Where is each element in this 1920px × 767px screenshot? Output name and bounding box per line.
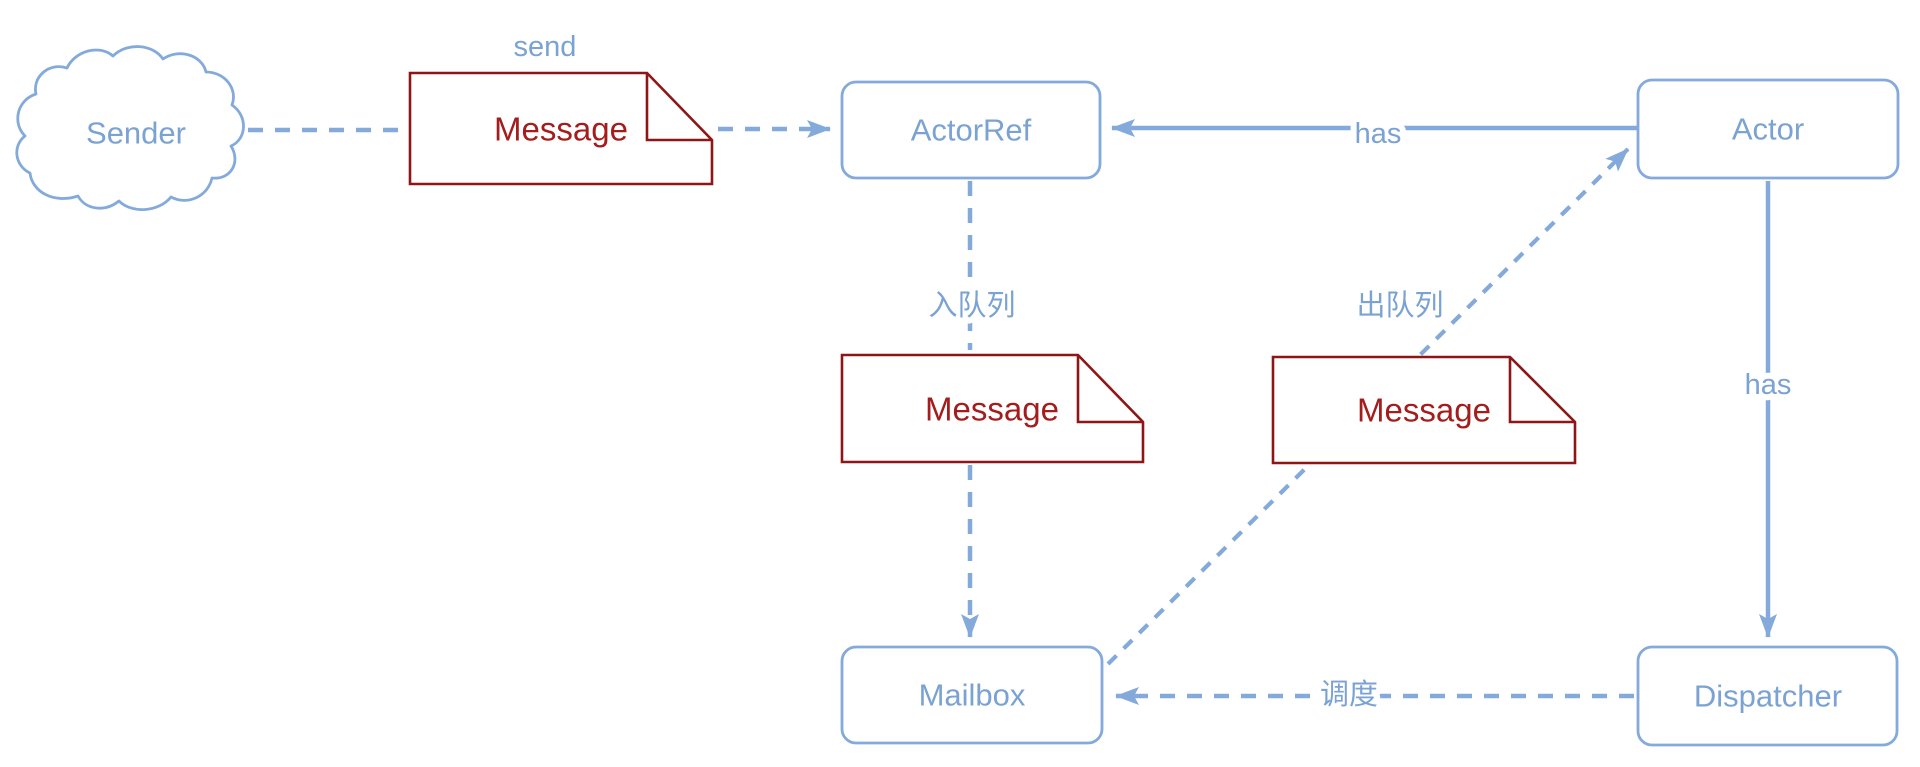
- mailbox-label: Mailbox: [919, 678, 1026, 713]
- node-actorref: ActorRef: [840, 80, 1102, 180]
- edge-mailbox-dequeue-to-actor: [1106, 147, 1630, 666]
- note-message-send: Message: [408, 71, 714, 186]
- edge-label-has-actorref: has: [1355, 118, 1402, 150]
- node-sender: Sender: [15, 45, 245, 212]
- actorref-label: ActorRef: [911, 113, 1032, 148]
- message-label: Message: [925, 391, 1059, 428]
- actor-label: Actor: [1732, 112, 1804, 147]
- cloud-shape: [15, 45, 245, 212]
- message-label: Message: [494, 111, 628, 148]
- node-dispatcher: Dispatcher: [1636, 645, 1899, 747]
- edge-label-dispatch: 调度: [1320, 678, 1378, 711]
- node-mailbox: Mailbox: [840, 645, 1104, 745]
- edge-label-enqueue: 入队列: [928, 289, 1015, 322]
- node-actor: Actor: [1636, 78, 1900, 180]
- sender-label: Sender: [86, 116, 186, 151]
- edge-label-has-dispatcher: has: [1745, 369, 1792, 401]
- note-message-dequeue: Message: [1271, 355, 1577, 465]
- edge-label-dequeue: 出队列: [1356, 289, 1443, 322]
- edge-label-send: send: [514, 31, 577, 63]
- note-message-enqueue: Message: [840, 353, 1145, 464]
- dispatcher-label: Dispatcher: [1694, 679, 1842, 714]
- message-label: Message: [1357, 392, 1491, 429]
